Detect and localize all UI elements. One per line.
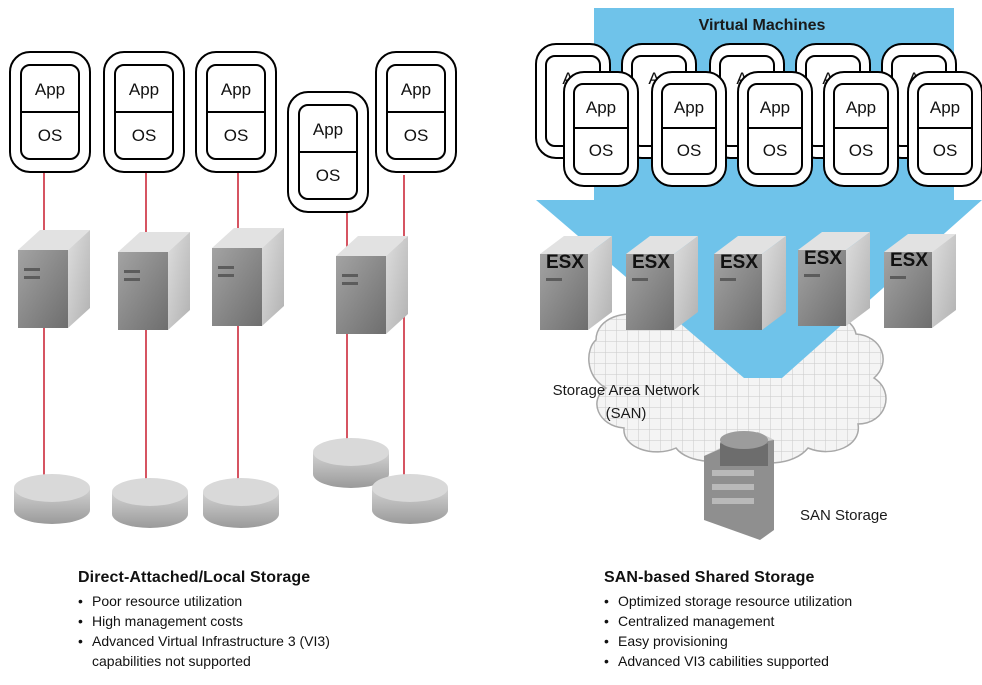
vm-app-label: App [760, 98, 790, 117]
vm-app-label: App [313, 120, 343, 139]
vm-box: App OS [651, 71, 727, 187]
bullet-item: Advanced Virtual Infrastructure 3 (VI3) … [78, 631, 478, 671]
server-icon [212, 228, 284, 326]
vm-os-label: OS [316, 166, 341, 185]
vm-os-label: OS [677, 141, 702, 160]
disk-icon [313, 438, 389, 488]
vm-os-label: OS [763, 141, 788, 160]
server-icon [18, 230, 90, 328]
left-bullet-list: Poor resource utilization High managemen… [78, 591, 478, 671]
vm-os-label: OS [224, 126, 249, 145]
left-summary-title: Direct-Attached/Local Storage [78, 569, 311, 586]
left-virtual-machines: App OS App OS App OS App OS [9, 51, 457, 213]
vm-box: App OS [375, 51, 457, 173]
esx-label: ESX [890, 250, 928, 271]
band-title: Virtual Machines [699, 17, 826, 34]
esx-server-icon: ESX [798, 232, 870, 326]
vm-app-label: App [846, 98, 876, 117]
san-label-line1: Storage Area Network [553, 382, 700, 399]
vm-os-label: OS [849, 141, 874, 160]
vm-app-label: App [930, 98, 960, 117]
right-bullet-list: Optimized storage resource utilization C… [604, 591, 974, 671]
bullet-item: Poor resource utilization [78, 591, 478, 611]
esx-server-icon: ESX [884, 234, 956, 328]
disk-icon [112, 478, 188, 528]
vm-app-label: App [221, 80, 251, 99]
left-servers [18, 228, 408, 334]
vm-box: App OS [563, 71, 639, 187]
esx-label: ESX [720, 252, 758, 273]
left-disks [14, 438, 448, 528]
right-summary-title: SAN-based Shared Storage [604, 569, 815, 586]
vm-box: App OS [9, 51, 91, 173]
vm-box: App OS [195, 51, 277, 173]
esx-label: ESX [804, 248, 842, 269]
right-summary: SAN-based Shared Storage Optimized stora… [604, 569, 974, 671]
esx-servers: ESX ESX ESX ESX ESX [540, 232, 956, 330]
san-storage-label: SAN Storage [800, 507, 888, 524]
vm-os-label: OS [132, 126, 157, 145]
vm-box: App OS [907, 71, 982, 187]
bullet-item: Centralized management [604, 611, 974, 631]
vm-app-label: App [129, 80, 159, 99]
vm-os-label: OS [933, 141, 958, 160]
san-storage-icon [704, 431, 774, 540]
disk-icon [372, 474, 448, 524]
vm-box: App OS [823, 71, 899, 187]
vm-box: App OS [287, 91, 369, 213]
vm-app-label: App [35, 80, 65, 99]
vm-os-label: OS [589, 141, 614, 160]
right-front-vm-row: App OS App OS App OS App OS [563, 71, 982, 187]
disk-icon [203, 478, 279, 528]
esx-server-icon: ESX [714, 236, 786, 330]
vm-app-label: App [586, 98, 616, 117]
bullet-item: Advanced VI3 cabilities supported [604, 651, 974, 671]
san-label-line2: (SAN) [606, 405, 647, 422]
bullet-item: Optimized storage resource utilization [604, 591, 974, 611]
vm-box: App OS [737, 71, 813, 187]
esx-label: ESX [546, 252, 584, 273]
vm-app-label: App [401, 80, 431, 99]
left-summary: Direct-Attached/Local Storage Poor resou… [78, 569, 478, 671]
disk-icon [14, 474, 90, 524]
server-icon [118, 232, 190, 330]
vm-box: App OS [103, 51, 185, 173]
vm-os-label: OS [404, 126, 429, 145]
vm-os-label: OS [38, 126, 63, 145]
server-icon [336, 236, 408, 334]
esx-server-icon: ESX [540, 236, 612, 330]
bullet-item: High management costs [78, 611, 478, 631]
esx-label: ESX [632, 252, 670, 273]
vm-app-label: App [674, 98, 704, 117]
esx-server-icon: ESX [626, 236, 698, 330]
bullet-item: Easy provisioning [604, 631, 974, 651]
